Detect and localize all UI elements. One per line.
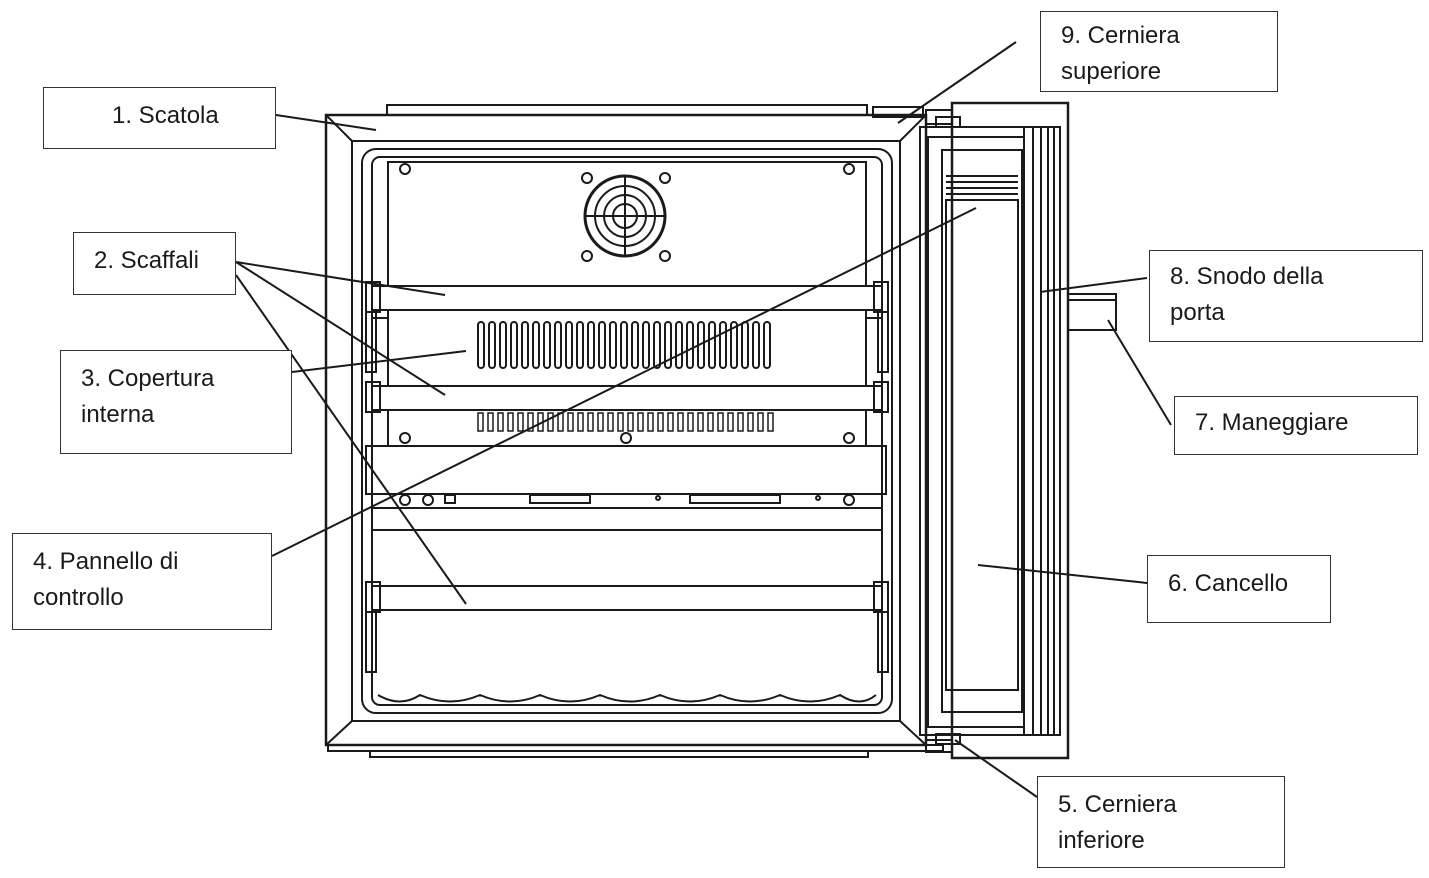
cover-slot	[488, 321, 496, 369]
control-slot	[547, 412, 554, 432]
control-slot	[497, 412, 504, 432]
label-scaffali: 2. Scaffali	[73, 232, 236, 295]
cover-slot	[598, 321, 606, 369]
cover-slot	[477, 321, 485, 369]
control-slot	[607, 412, 614, 432]
control-slot	[637, 412, 644, 432]
cover-slot	[686, 321, 694, 369]
cover-slot	[664, 321, 672, 369]
label-snodo-della-porta: 8. Snodo della porta	[1149, 250, 1423, 342]
hinges	[925, 109, 961, 753]
label-copertura-interna: 3. Copertura interna	[60, 350, 292, 454]
control-slot	[677, 412, 684, 432]
cover-slot	[609, 321, 617, 369]
cover-slot	[741, 321, 749, 369]
cover-slot	[565, 321, 573, 369]
cover-slot	[730, 321, 738, 369]
leader-lines	[235, 41, 1172, 798]
cover-slot	[763, 321, 771, 369]
label-cancello: 6. Cancello	[1147, 555, 1331, 623]
cover-slot	[631, 321, 639, 369]
cover-slot	[708, 321, 716, 369]
cover-slot	[543, 321, 551, 369]
cover-slots	[477, 321, 771, 369]
label-scatola: 1. Scatola	[43, 87, 276, 149]
control-slot	[577, 412, 584, 432]
cover-slot	[576, 321, 584, 369]
cover-slot	[587, 321, 595, 369]
fan-panel	[387, 161, 867, 287]
cover-slot	[675, 321, 683, 369]
control-slot	[587, 412, 594, 432]
cabinet-body	[324, 104, 944, 758]
label-maneggiare: 7. Maneggiare	[1174, 396, 1418, 455]
control-slot	[477, 412, 484, 432]
control-slot	[557, 412, 564, 432]
label-cerniera-inferiore: 5. Cerniera inferiore	[1037, 776, 1285, 868]
control-slot	[717, 412, 724, 432]
control-slots	[477, 412, 774, 432]
control-slot	[627, 412, 634, 432]
control-slot	[727, 412, 734, 432]
control-slot	[507, 412, 514, 432]
label-pannello-di-controllo: 4. Pannello di controllo	[12, 533, 272, 630]
control-slot	[687, 412, 694, 432]
cover-slot	[499, 321, 507, 369]
control-slot	[647, 412, 654, 432]
control-slot	[767, 412, 774, 432]
cover-slot	[532, 321, 540, 369]
control-slot	[527, 412, 534, 432]
control-slot	[517, 412, 524, 432]
handle	[1067, 293, 1117, 331]
control-slot	[597, 412, 604, 432]
cover-slot	[521, 321, 529, 369]
label-cerniera-superiore: 9. Cerniera superiore	[1040, 11, 1278, 92]
control-slot	[757, 412, 764, 432]
control-slot	[657, 412, 664, 432]
cover-slot	[752, 321, 760, 369]
cover-slot	[554, 321, 562, 369]
cover-slot	[653, 321, 661, 369]
door	[919, 101, 1070, 760]
control-panel	[365, 409, 887, 509]
control-slot	[747, 412, 754, 432]
control-slot	[697, 412, 704, 432]
control-slot	[567, 412, 574, 432]
control-slot	[667, 412, 674, 432]
control-slot	[707, 412, 714, 432]
cover-slot	[510, 321, 518, 369]
cover-slot	[620, 321, 628, 369]
shelf-middle	[365, 381, 889, 413]
control-slot	[617, 412, 624, 432]
control-slot	[737, 412, 744, 432]
door-vents	[946, 175, 1018, 195]
shelf-top	[365, 281, 889, 313]
shelf-bottom	[365, 311, 889, 703]
cover-slot	[719, 321, 727, 369]
control-slot	[487, 412, 494, 432]
cover-slot	[642, 321, 650, 369]
